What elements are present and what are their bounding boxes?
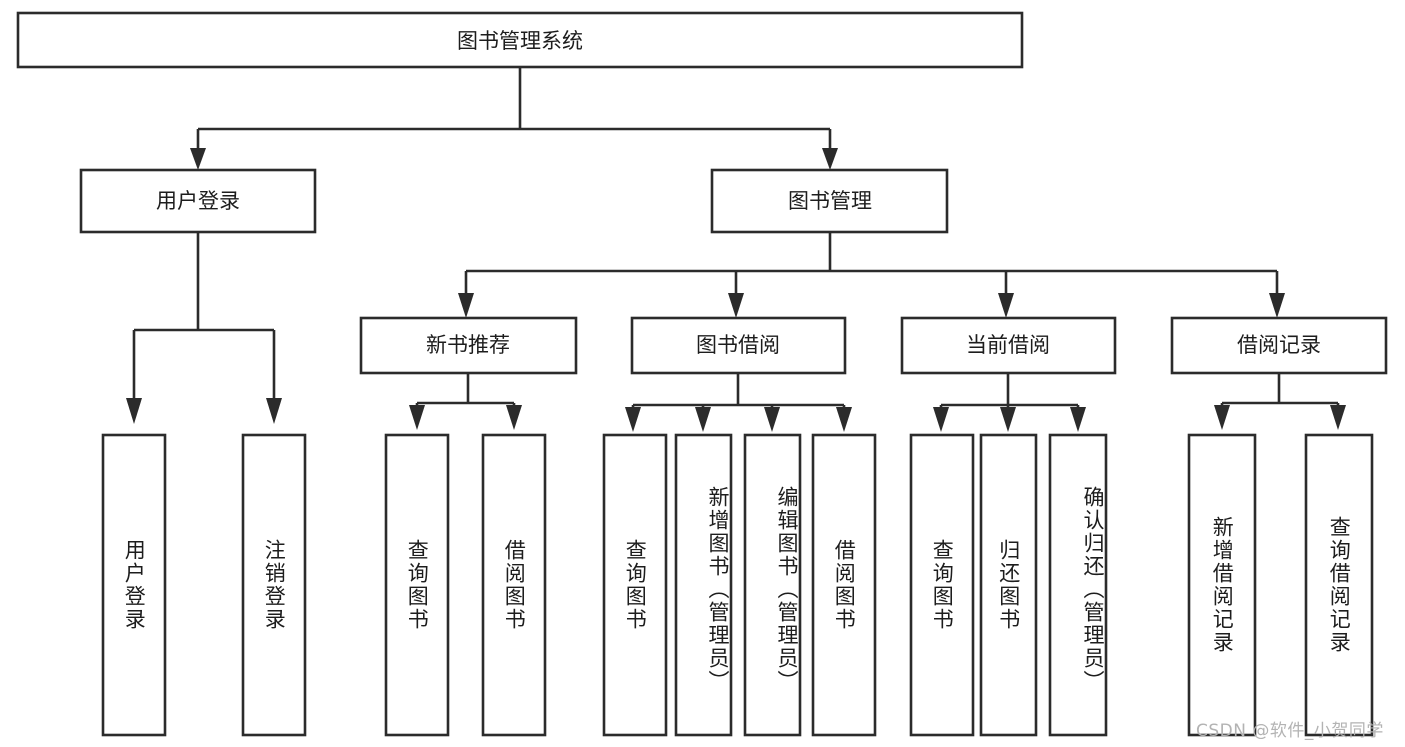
node-book-manage-box[interactable] [710,168,949,234]
csdn-watermark: CSDN @软件_小贺同学 [1196,721,1384,741]
node-leaf-logout-box[interactable] [241,433,307,737]
arrowhead-current-borrow [998,293,1014,318]
arrowhead-bookborrow-leaf-2 [695,407,711,432]
arrowhead-borrowrecord-leaf-2 [1330,405,1346,430]
arrowhead-bookborrow-leaf-4 [836,407,852,432]
arrowhead-newbook-leaf-1 [409,405,425,430]
node-leaf-current-return-box[interactable] [979,433,1038,737]
node-current-borrow-box[interactable] [900,316,1117,375]
arrowhead-new-book-recommend [458,293,474,318]
node-leaf-record-query-box[interactable] [1304,433,1374,737]
arrowhead-currentborrow-leaf-2 [1000,407,1016,432]
arrowhead-borrow-record [1269,293,1285,318]
node-borrow-record-label: 借阅记录 [1237,333,1321,357]
arrowhead-currentborrow-leaf-1 [933,407,949,432]
node-leaf-newbook-query-box[interactable] [384,433,450,737]
node-leaf-current-query-box[interactable] [909,433,975,737]
arrowhead-bookborrow-leaf-1 [625,407,641,432]
node-leaf-borrow-query-box[interactable] [602,433,668,737]
arrowhead-borrowrecord-leaf-1 [1214,405,1230,430]
arrowhead-book-manage [822,148,838,170]
node-user-login-label: 用户登录 [156,189,240,213]
node-leaf-current-confirm-box[interactable] [1048,433,1108,737]
arrowhead-newbook-leaf-2 [506,405,522,430]
node-borrow-record-box[interactable] [1170,316,1388,375]
arrowhead-user-login [190,148,206,170]
arrowhead-bookborrow-leaf-3 [764,407,780,432]
node-new-book-recommend-label: 新书推荐 [426,333,510,357]
node-user-login-box[interactable] [79,168,317,234]
node-leaf-borrow-lend-box[interactable] [811,433,877,737]
node-leaf-borrow-edit-box[interactable] [743,433,802,737]
node-root-box[interactable] [16,11,1024,69]
node-leaf-user-login-box[interactable] [101,433,167,737]
node-leaf-borrow-add-box[interactable] [674,433,733,737]
arrowhead-leaf-logout [266,398,282,424]
node-book-manage-label: 图书管理 [788,189,872,213]
node-book-borrow-label: 图书借阅 [696,333,780,357]
node-box-layer: 图书管理系统 用户登录 图书管理 新书推荐 图书借阅 当前借阅 借阅记录 [16,11,1388,737]
node-current-borrow-label: 当前借阅 [966,333,1050,357]
arrowhead-book-borrow [728,293,744,318]
node-leaf-newbook-borrow-box[interactable] [481,433,547,737]
node-root-label: 图书管理系统 [457,29,583,53]
arrowhead-currentborrow-leaf-3 [1070,407,1086,432]
node-book-borrow-box[interactable] [630,316,847,375]
arrowhead-leaf-user-login [126,398,142,424]
node-leaf-record-add-box[interactable] [1187,433,1257,737]
node-new-book-recommend-box[interactable] [359,316,578,375]
connector-layer [126,67,1346,432]
